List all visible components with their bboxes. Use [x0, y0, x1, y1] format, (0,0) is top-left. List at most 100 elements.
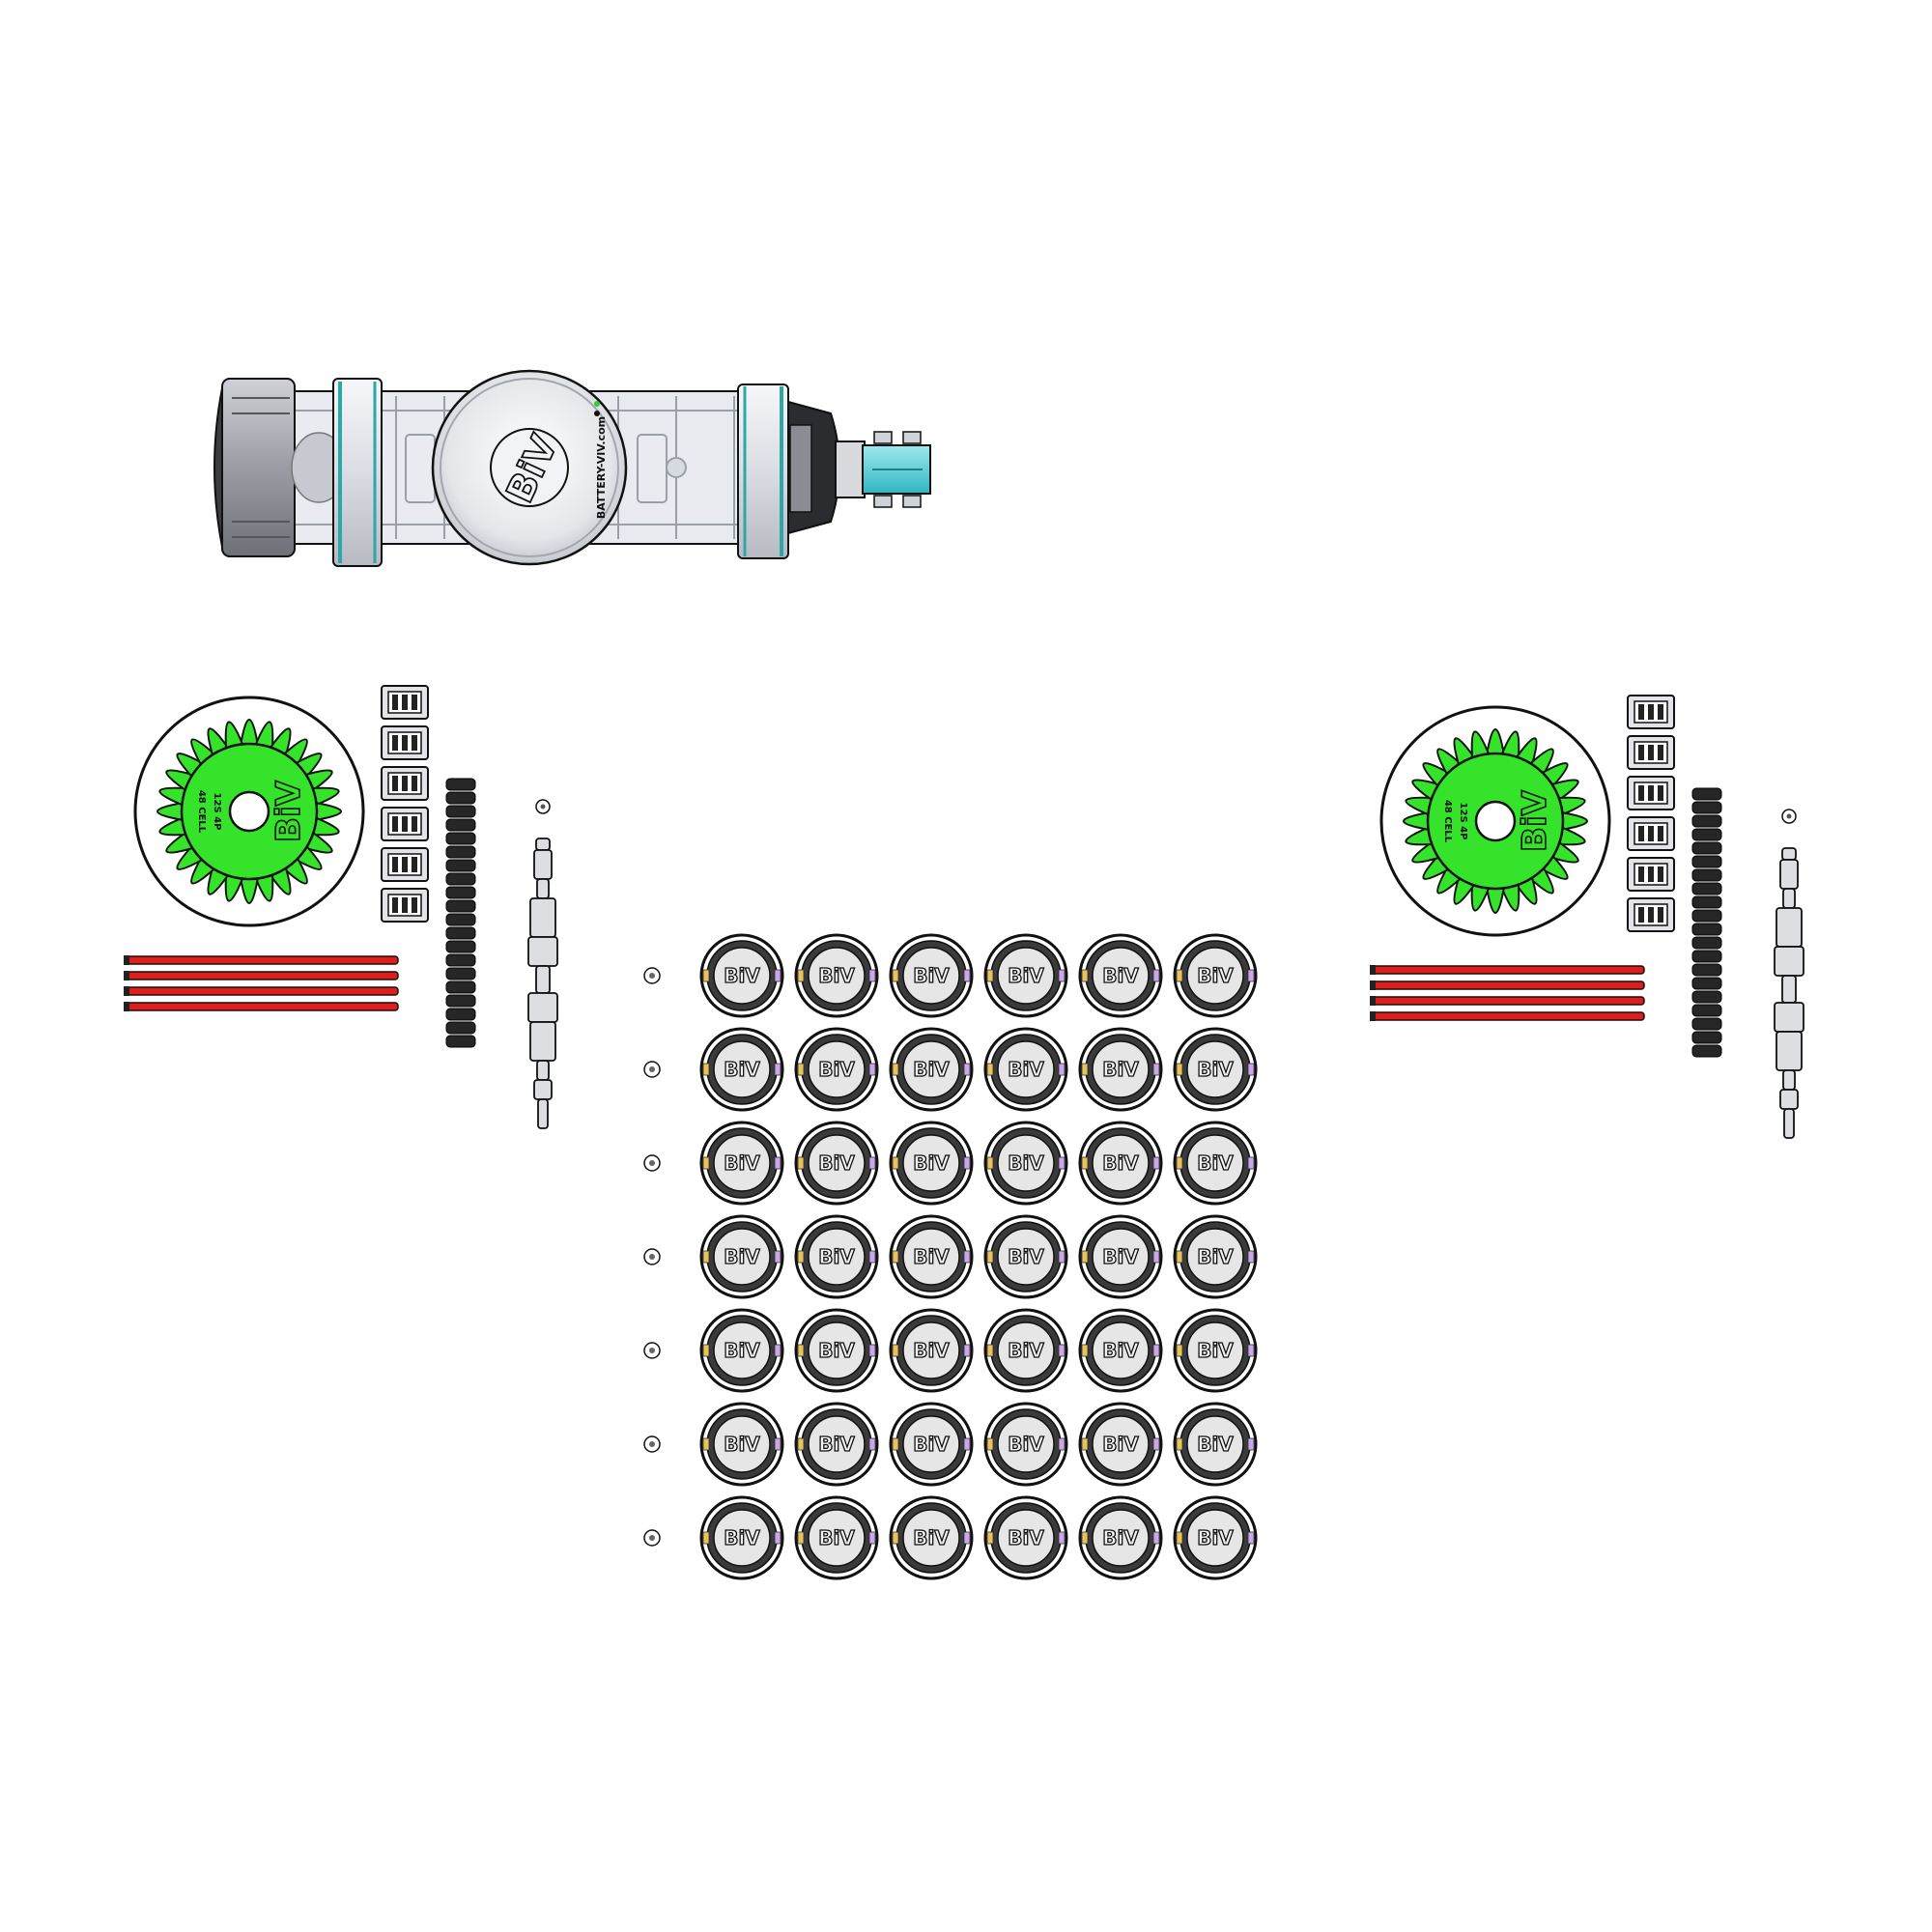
- battery-cell: BiV: [794, 1214, 879, 1299]
- battery-cell: BiV: [794, 1402, 879, 1487]
- connector-pin: [392, 776, 398, 791]
- red-rod: [124, 971, 399, 980]
- shaft-pin-dot: [1786, 813, 1792, 819]
- cell-face: [997, 1321, 1055, 1379]
- connector-pin: [392, 816, 398, 832]
- cell-tab: [868, 1156, 876, 1170]
- connector-pin: [412, 776, 417, 791]
- battery-cell: BiV: [1078, 1402, 1163, 1487]
- balance-connector: [381, 725, 429, 760]
- cell-logo: BiV: [1008, 1151, 1044, 1175]
- battery-cell: BiV: [889, 1495, 974, 1580]
- balance-connector: [1627, 695, 1675, 729]
- cell-face: [1092, 1228, 1150, 1286]
- black-spacer: [445, 805, 476, 818]
- red-rod: [1370, 980, 1645, 990]
- connector-pin: [1638, 704, 1644, 720]
- cell-logo: BiV: [913, 1526, 950, 1549]
- black-spacer: [1691, 1044, 1722, 1058]
- connector-pin: [1658, 704, 1663, 720]
- shaft-segment: [537, 1098, 549, 1129]
- cell-logo: BiV: [1008, 1526, 1044, 1549]
- connector-pin: [402, 857, 408, 872]
- cell-tab: [1247, 1437, 1255, 1451]
- cell-tab: [1081, 969, 1089, 982]
- shaft-segment: [529, 897, 556, 938]
- row-washer-center: [649, 1160, 655, 1166]
- cell-tab: [1081, 1344, 1089, 1357]
- battery-cell: BiV: [794, 933, 879, 1018]
- cell-tab: [963, 1531, 971, 1545]
- battery-cell: BiV: [1173, 1121, 1258, 1206]
- cell-tab: [1081, 1156, 1089, 1170]
- cell-tab: [1247, 1063, 1255, 1076]
- cell-logo: BiV: [1008, 1433, 1044, 1456]
- cell-tab: [868, 1531, 876, 1545]
- cell-logo: BiV: [818, 1058, 855, 1081]
- shaft-segment: [529, 1021, 556, 1062]
- connector-pin: [412, 695, 417, 710]
- cell-tab: [963, 1250, 971, 1264]
- cell-tab: [774, 1250, 781, 1264]
- cell-face: [1186, 1040, 1244, 1098]
- cell-face: [1186, 1321, 1244, 1379]
- black-spacer: [1691, 1031, 1722, 1044]
- cell-tab: [1152, 1344, 1160, 1357]
- cell-tab: [1247, 1531, 1255, 1545]
- battery-cell: BiV: [889, 1402, 974, 1487]
- balance-connector: [1627, 776, 1675, 810]
- shaft-segment: [1779, 859, 1799, 890]
- cell-face: [1186, 947, 1244, 1005]
- cell-logo: BiV: [1102, 1058, 1139, 1081]
- shaft-segment: [536, 878, 550, 899]
- rod-body: [125, 971, 399, 980]
- cell-logo: BiV: [724, 1058, 760, 1081]
- cell-face: [808, 1134, 866, 1192]
- fan-disc-print: 48 CELL: [196, 790, 207, 834]
- cell-face: [902, 947, 960, 1005]
- cell-face: [808, 1415, 866, 1473]
- cell-face: [997, 1228, 1055, 1286]
- cell-tab: [892, 1437, 899, 1451]
- cell-tab: [986, 1156, 994, 1170]
- shaft-segment: [1783, 1108, 1795, 1139]
- black-spacer: [445, 926, 476, 940]
- shaft-segment: [1782, 1069, 1796, 1091]
- connector-pin: [1638, 826, 1644, 841]
- battery-cell: BiV: [1078, 1495, 1163, 1580]
- cell-tab: [1247, 969, 1255, 982]
- cell-tab: [892, 1063, 899, 1076]
- black-spacer: [1691, 963, 1722, 977]
- shaft-segment: [1779, 1089, 1799, 1110]
- cell-face: [713, 947, 771, 1005]
- balance-connector: [1627, 857, 1675, 892]
- fan-disc-hole: [228, 790, 270, 833]
- connector-pin: [1648, 745, 1654, 760]
- battery-cell: BiV: [794, 1027, 879, 1112]
- cell-logo: BiV: [1197, 1151, 1234, 1175]
- battery-cell: BiV: [1078, 933, 1163, 1018]
- coupling-shaft: [527, 799, 558, 1129]
- black-spacer: [1691, 801, 1722, 814]
- cell-logo: BiV: [818, 1526, 855, 1549]
- balance-connector: [381, 685, 429, 720]
- black-spacer: [445, 940, 476, 953]
- black-spacer: [445, 967, 476, 980]
- cell-tab: [797, 1344, 805, 1357]
- connector-pin: [392, 897, 398, 913]
- cell-logo: BiV: [913, 1151, 950, 1175]
- cell-face: [1186, 1134, 1244, 1192]
- cell-tab: [1176, 1156, 1183, 1170]
- connector-pin: [1638, 907, 1644, 923]
- rod-tip: [124, 955, 129, 965]
- rod-tip: [124, 971, 129, 980]
- cell-face: [808, 1509, 866, 1567]
- shaft-segment: [536, 1060, 550, 1081]
- cell-logo: BiV: [724, 1526, 760, 1549]
- cell-tab: [702, 1250, 710, 1264]
- cell-tab: [892, 969, 899, 982]
- cell-tab: [868, 1250, 876, 1264]
- black-spacer: [1691, 895, 1722, 909]
- connector-pin: [392, 735, 398, 751]
- row-washer-center: [649, 1441, 655, 1447]
